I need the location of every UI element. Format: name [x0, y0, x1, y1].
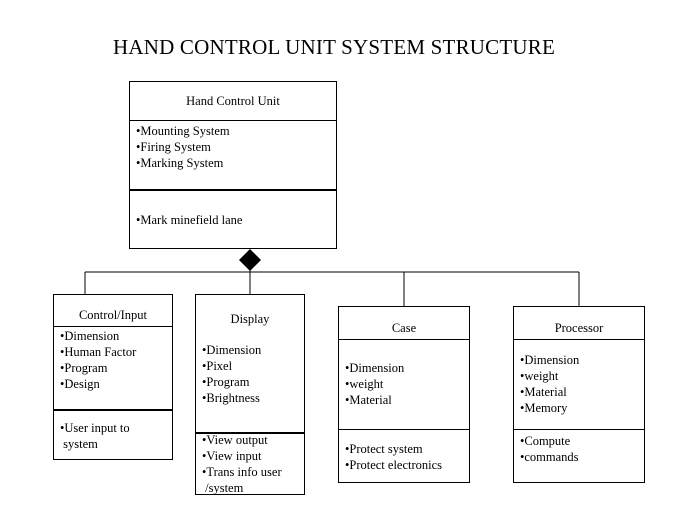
class-name: Processor: [554, 321, 604, 335]
section-divider: [339, 339, 469, 340]
attribute-item: •Dimension: [202, 343, 262, 357]
hand-control-unit-box: Hand Control Unit •Mounting System •Firi…: [129, 81, 337, 249]
case-box: Case •Dimension •weight •Material •Prote…: [338, 306, 470, 483]
attribute-item: •Firing System: [136, 140, 211, 154]
attribute-list: •Dimension •Pixel •Program •Brightness: [196, 342, 304, 406]
class-name: Display: [230, 312, 270, 326]
section-divider: [514, 429, 644, 430]
operation-item: /system: [202, 481, 244, 495]
operation-list: •Mark minefield lane: [130, 212, 336, 228]
operation-item: •Compute: [520, 434, 571, 448]
processor-box: Processor •Dimension •weight •Material •…: [513, 306, 645, 483]
class-name: Control/Input: [78, 308, 148, 322]
attribute-item: •Pixel: [202, 359, 233, 373]
section-divider: [54, 409, 172, 411]
attribute-item: •weight: [345, 377, 384, 391]
attribute-item: •Dimension: [60, 329, 120, 343]
attribute-item: •Human Factor: [60, 345, 137, 359]
section-divider: [514, 339, 644, 340]
attribute-list: •Dimension •weight •Material •Memory: [514, 352, 644, 416]
operation-item: •View input: [202, 449, 262, 463]
section-divider: [339, 429, 469, 430]
attribute-item: •Mounting System: [136, 124, 230, 138]
attribute-item: •Material: [520, 385, 567, 399]
operation-list: •View output •View input •Trans info use…: [196, 432, 304, 496]
operation-list: •Compute •commands: [514, 433, 644, 465]
operation-list: •User input to system: [54, 420, 172, 452]
attribute-item: •Brightness: [202, 391, 260, 405]
operation-item: •Protect electronics: [345, 458, 443, 472]
composition-diamond: [239, 249, 261, 271]
operation-item: system: [60, 437, 98, 451]
control-input-box: Control/Input •Dimension •Human Factor •…: [53, 294, 173, 460]
attribute-item: •Marking System: [136, 156, 224, 170]
operation-list: •Protect system •Protect electronics: [339, 441, 469, 473]
attribute-item: •Dimension: [520, 353, 580, 367]
operation-item: •Protect system: [345, 442, 423, 456]
class-name: Hand Control Unit: [186, 94, 280, 108]
class-name: Case: [391, 321, 417, 335]
operation-item: •User input to: [60, 421, 130, 435]
operation-item: •Mark minefield lane: [136, 213, 243, 227]
attribute-item: •Dimension: [345, 361, 405, 375]
diagram-title: HAND CONTROL UNIT SYSTEM STRUCTURE: [113, 35, 555, 59]
section-divider: [130, 189, 336, 191]
operation-item: •View output: [202, 433, 268, 447]
attribute-item: •Material: [345, 393, 392, 407]
section-divider: [54, 326, 172, 327]
section-divider: [130, 120, 336, 121]
section-divider: [196, 432, 304, 434]
attribute-item: •weight: [520, 369, 559, 383]
operation-item: •commands: [520, 450, 579, 464]
attribute-item: •Program: [202, 375, 250, 389]
display-box: Display •Dimension •Pixel •Program •Brig…: [195, 294, 305, 495]
attribute-list: •Mounting System •Firing System •Marking…: [130, 123, 336, 171]
attribute-item: •Design: [60, 377, 100, 391]
attribute-item: •Program: [60, 361, 108, 375]
operation-item: •Trans info user: [202, 465, 282, 479]
attribute-list: •Dimension •weight •Material: [339, 360, 469, 408]
attribute-item: •Memory: [520, 401, 568, 415]
attribute-list: •Dimension •Human Factor •Program •Desig…: [54, 328, 172, 392]
